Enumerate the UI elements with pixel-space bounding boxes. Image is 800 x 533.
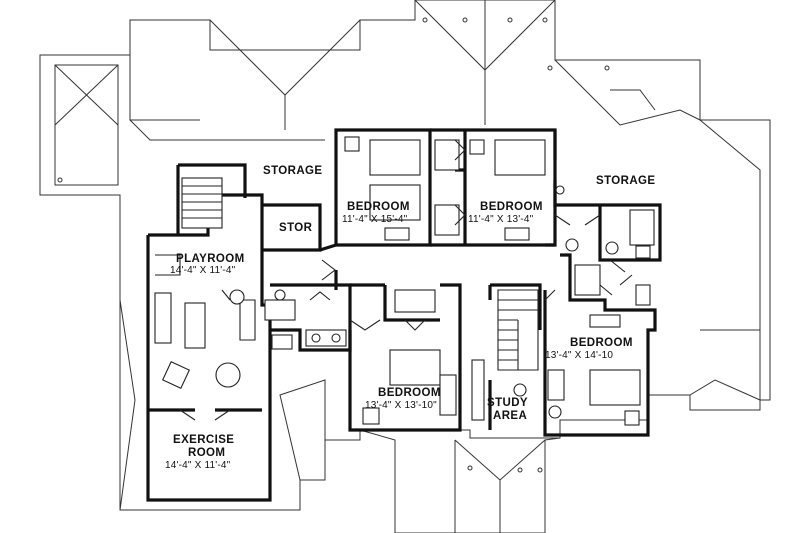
door-swings bbox=[179, 139, 633, 421]
bedroom-2-label: BEDROOM bbox=[480, 201, 543, 213]
storage-right-label: STORAGE bbox=[596, 175, 656, 187]
bedroom-3-label: BEDROOM bbox=[570, 337, 633, 349]
stor-label: STOR bbox=[279, 222, 313, 234]
walls bbox=[146, 128, 662, 502]
bedroom-3-dims: 13'-4" X 14'-10 bbox=[545, 350, 614, 361]
bedroom-4-dims: 13'-4" X 13'-10" bbox=[365, 400, 437, 411]
exercise-room-label-line2: ROOM bbox=[188, 447, 226, 459]
exercise-room-dims: 14'-4" X 11'-4" bbox=[165, 460, 231, 471]
fixtures bbox=[154, 136, 655, 426]
study-area-label-line2: AREA bbox=[493, 410, 528, 422]
storage-left-label: STORAGE bbox=[263, 165, 323, 177]
bedroom-4-label: BEDROOM bbox=[378, 387, 441, 399]
bedroom-1-dims: 11'-4" X 15'-4" bbox=[342, 214, 408, 225]
bedroom-2-dims: 11'-4" X 13'-4" bbox=[468, 214, 534, 225]
playroom-dims: 14'-4" X 11'-4" bbox=[170, 265, 236, 276]
roof-outline bbox=[39, 0, 771, 533]
bedroom-1-label: BEDROOM bbox=[347, 201, 410, 213]
exercise-room-label-line1: EXERCISE bbox=[173, 434, 235, 446]
study-area-label-line1: STUDY bbox=[487, 397, 528, 409]
playroom-label: PLAYROOM bbox=[176, 253, 245, 265]
